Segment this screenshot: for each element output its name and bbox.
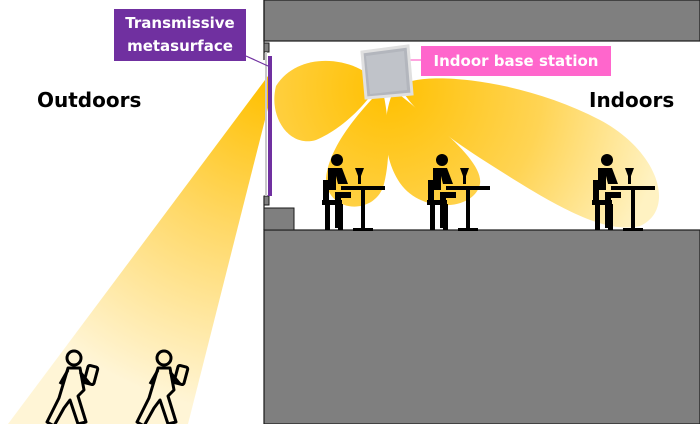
window-frame-top — [263, 42, 270, 53]
base-station-icon — [360, 44, 414, 100]
building-roof — [263, 0, 700, 42]
indoor-beam-left — [274, 60, 378, 142]
window-sill — [263, 207, 295, 231]
building-floor — [263, 229, 700, 424]
outdoor-beam — [8, 76, 270, 424]
outdoors-label: Outdoors — [37, 88, 142, 112]
metasurface-leader — [245, 55, 269, 67]
base-station-label: Indoor base station — [433, 52, 599, 70]
indoor-beam-table2 — [385, 90, 481, 206]
indoors-label: Indoors — [589, 88, 675, 112]
metasurface-label: Transmissive metasurface — [114, 9, 246, 61]
base-station-label-box — [421, 46, 611, 76]
metasurface-label-box — [114, 9, 246, 61]
metasurface-bar — [268, 56, 272, 196]
metasurface-label-line1: Transmissive — [125, 14, 235, 32]
window-frame-bottom — [263, 195, 270, 206]
metasurface-label-line2: metasurface — [127, 37, 233, 55]
